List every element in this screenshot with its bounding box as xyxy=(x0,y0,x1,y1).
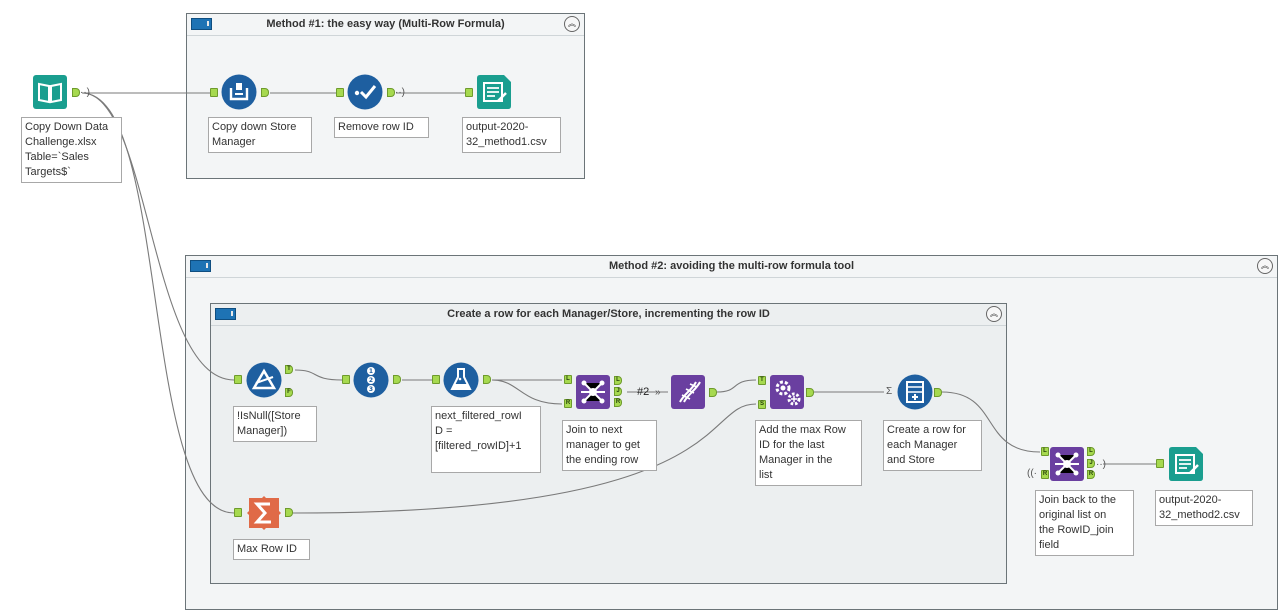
input-anchor[interactable] xyxy=(432,375,440,384)
container-header[interactable]: Method #2: avoiding the multi-row formul… xyxy=(186,256,1277,278)
output-anchor[interactable] xyxy=(393,375,401,384)
input-data-book-icon xyxy=(33,75,67,109)
append-fields-tool[interactable] xyxy=(769,374,805,410)
join-icon xyxy=(1050,447,1084,481)
record-id-icon: 1 2 3 xyxy=(353,362,389,398)
tool-label: output-2020- 32_method2.csv xyxy=(1155,490,1253,526)
output-anchor[interactable] xyxy=(483,375,491,384)
input-anchor[interactable] xyxy=(234,375,242,384)
record-id-tool[interactable]: 1 2 3 xyxy=(353,362,389,398)
append-fields-gears-icon xyxy=(770,375,804,409)
input-anchor[interactable] xyxy=(336,88,344,97)
select-checkmark-icon xyxy=(347,74,383,110)
output-data-tool[interactable] xyxy=(1168,446,1204,482)
container-header[interactable]: Create a row for each Manager/Store, inc… xyxy=(211,304,1006,326)
join-left-output-anchor[interactable]: L xyxy=(1087,447,1095,456)
container-title: Method #1: the easy way (Multi-Row Formu… xyxy=(266,18,505,30)
summarize-tool[interactable] xyxy=(246,495,282,531)
tool-label: !IsNull([Store Manager]) xyxy=(233,406,317,442)
join-tool[interactable] xyxy=(575,374,611,410)
join-left-output-anchor[interactable]: L xyxy=(614,376,622,385)
tool-label: Create a row for each Manager and Store xyxy=(883,420,982,471)
stream-indicator-icon: ··) xyxy=(1096,459,1106,470)
output-anchor[interactable] xyxy=(261,88,269,97)
stream-indicator-icon: ··) xyxy=(80,87,90,98)
tool-label: Add the max Row ID for the last Manager … xyxy=(755,420,862,486)
stream-indicator-icon: Σ xyxy=(886,386,893,397)
container-header[interactable]: Method #1: the easy way (Multi-Row Formu… xyxy=(187,14,584,36)
tool-label: Copy down Store Manager xyxy=(208,117,312,153)
input-anchor[interactable] xyxy=(1156,459,1164,468)
input-data-tool[interactable] xyxy=(32,74,68,110)
tool-label: Join to next manager to get the ending r… xyxy=(562,420,657,471)
dynamic-rename-icon xyxy=(671,375,705,409)
join-right-anchor[interactable]: R xyxy=(564,399,572,408)
join-right-output-anchor[interactable]: R xyxy=(1087,470,1095,479)
generate-rows-icon xyxy=(897,374,933,410)
container-title: Method #2: avoiding the multi-row formul… xyxy=(608,260,855,272)
tool-label: Join back to the original list on the Ro… xyxy=(1035,490,1134,556)
output-anchor[interactable] xyxy=(709,388,717,397)
container-title: Create a row for each Manager/Store, inc… xyxy=(447,308,770,320)
append-target-anchor[interactable]: T xyxy=(758,376,766,385)
input-anchor[interactable] xyxy=(234,508,242,517)
join-icon xyxy=(576,375,610,409)
multi-row-formula-tool[interactable] xyxy=(221,74,257,110)
dynamic-rename-tool[interactable] xyxy=(670,374,706,410)
join-right-anchor[interactable]: R xyxy=(1041,470,1049,479)
output-data-tool[interactable] xyxy=(476,74,512,110)
join-joined-output-anchor[interactable]: J xyxy=(614,387,622,396)
output-anchor[interactable] xyxy=(285,508,293,517)
tool-label: Max Row ID xyxy=(233,539,310,560)
tool-label: Copy Down Data Challenge.xlsx Table=`Sal… xyxy=(21,117,122,183)
join-left-anchor[interactable]: L xyxy=(1041,447,1049,456)
filter-icon xyxy=(246,362,282,398)
input-anchor[interactable] xyxy=(210,88,218,97)
input-anchor[interactable] xyxy=(465,88,473,97)
tool-label: next_filtered_rowI D = [filtered_rowID]+… xyxy=(431,406,541,473)
formula-tool[interactable] xyxy=(443,362,479,398)
tool-label: Remove row ID xyxy=(334,117,429,138)
multi-row-formula-icon xyxy=(221,74,257,110)
summarize-sigma-icon xyxy=(247,496,281,530)
wire-label: #2 xyxy=(637,386,650,398)
collapse-icon[interactable]: ︽ xyxy=(564,16,580,32)
stream-indicator-icon: ··) xyxy=(395,87,405,98)
svg-text:2: 2 xyxy=(369,377,373,384)
collapse-icon[interactable]: ︽ xyxy=(1257,258,1273,274)
filter-true-anchor[interactable]: T xyxy=(285,365,293,374)
input-anchor[interactable] xyxy=(342,375,350,384)
formula-flask-icon xyxy=(443,362,479,398)
filter-false-anchor[interactable]: F xyxy=(285,388,293,397)
svg-text:3: 3 xyxy=(369,386,373,393)
output-data-icon xyxy=(477,75,511,109)
output-anchor[interactable] xyxy=(72,88,80,97)
join-right-output-anchor[interactable]: R xyxy=(614,398,622,407)
join-joined-output-anchor[interactable]: J xyxy=(1087,459,1095,468)
append-source-anchor[interactable]: S xyxy=(758,400,766,409)
collapse-icon[interactable]: ︽ xyxy=(986,306,1002,322)
stream-indicator-icon: » xyxy=(655,387,661,398)
output-anchor[interactable] xyxy=(934,388,942,397)
tool-label: output-2020- 32_method1.csv xyxy=(462,117,561,153)
container-toggle-icon[interactable] xyxy=(191,18,212,30)
svg-text:1: 1 xyxy=(369,368,373,375)
join-left-anchor[interactable]: L xyxy=(564,375,572,384)
generate-rows-tool[interactable] xyxy=(897,374,933,410)
stream-indicator-icon: ((· xyxy=(1027,468,1037,479)
join-tool[interactable] xyxy=(1049,446,1085,482)
filter-tool[interactable] xyxy=(246,362,282,398)
output-anchor[interactable] xyxy=(806,388,814,397)
output-anchor[interactable] xyxy=(387,88,395,97)
select-tool[interactable] xyxy=(347,74,383,110)
output-data-icon xyxy=(1169,447,1203,481)
